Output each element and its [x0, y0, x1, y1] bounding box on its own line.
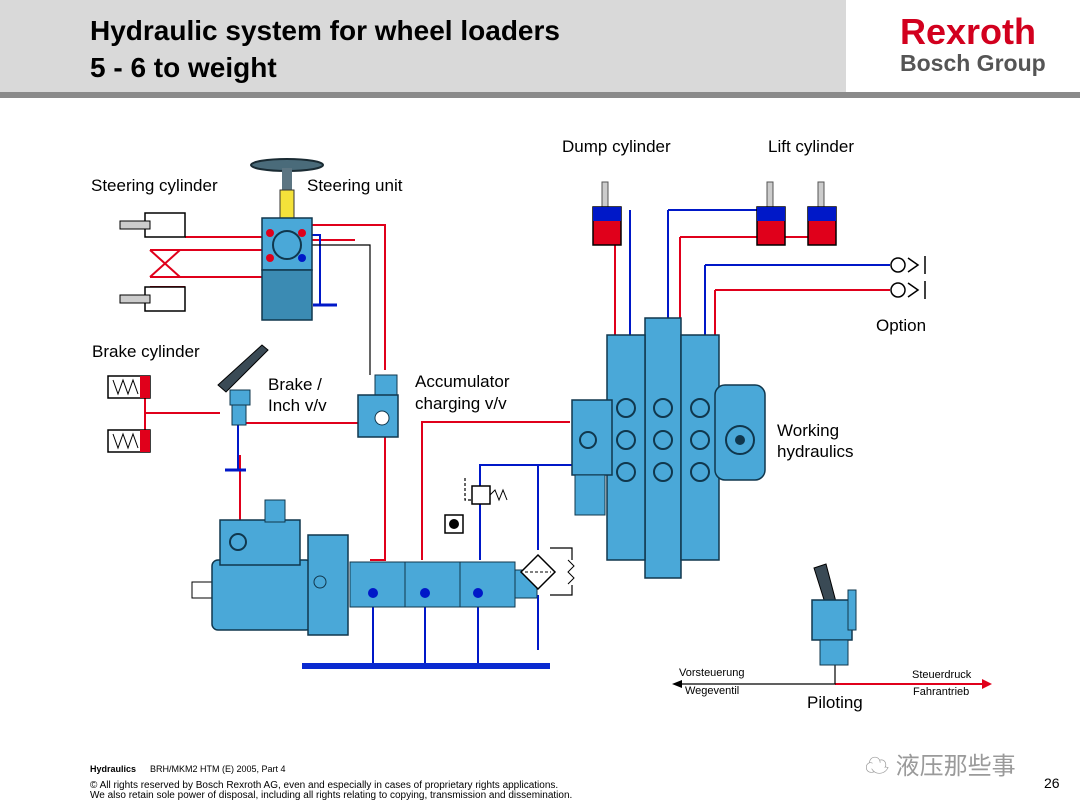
filter-symbol [444, 485, 575, 591]
label-option: Option [876, 316, 927, 335]
pressure-lines [144, 224, 985, 685]
header-divider [0, 92, 1080, 98]
label-accumulator-1: Accumulator [415, 372, 510, 391]
accumulator-valve [357, 374, 399, 438]
label-dump-cylinder: Dump cylinder [562, 137, 671, 156]
logo-area [846, 0, 1080, 92]
label-brake-inch-1: Brake / [268, 375, 322, 394]
footer-company: Hydraulics [90, 764, 137, 774]
label-accumulator-2: charging v/v [415, 394, 507, 413]
footer-rights-1: © All rights reserved by Bosch Rexroth A… [90, 780, 559, 791]
title-line-2: 5 - 6 to weight [90, 52, 277, 83]
footer-reference: Hydraulics BRH/MKM2 HTM (E) 2005, Part 4 [90, 764, 286, 774]
label-vorsteuerung: Vorsteuerung [679, 667, 745, 679]
dump-cylinder [592, 181, 622, 246]
bosch-group-logo: Bosch Group [900, 50, 1046, 76]
tank-line [302, 663, 550, 669]
label-working-2: hydraulics [777, 442, 854, 461]
wechat-icon: ☁ [865, 753, 896, 780]
lift-cylinders [756, 181, 837, 246]
pilot-joystick [811, 563, 857, 666]
steering-unit [250, 158, 324, 321]
footer-rights-2: We also retain sole power of disposal, i… [90, 790, 573, 801]
vorsteuerung-arrow [672, 680, 682, 688]
steuerdruck-arrow [982, 679, 992, 689]
footer-rights: © All rights reserved by Bosch Rexroth A… [90, 781, 790, 801]
control-valve-block [571, 317, 766, 579]
title-line-1: Hydraulic system for wheel loaders [90, 15, 560, 46]
pump-assembly [191, 499, 538, 636]
label-brake-cylinder: Brake cylinder [92, 342, 200, 361]
brake-pedal [217, 344, 269, 426]
label-steuerdruck: Steuerdruck [912, 669, 972, 681]
label-working-1: Working [777, 421, 840, 440]
watermark-text: 液压那些事 [895, 753, 1016, 780]
brake-cylinders [107, 375, 151, 453]
label-lift-cylinder: Lift cylinder [768, 137, 854, 156]
label-wegeventil: Wegeventil [685, 685, 740, 697]
label-steering-cylinder: Steering cylinder [91, 176, 218, 195]
page-number: 26 [1044, 775, 1060, 791]
label-steering-unit: Steering unit [307, 176, 403, 195]
label-fahrantrieb: Fahrantrieb [913, 686, 970, 698]
label-brake-inch-2: Inch v/v [268, 396, 327, 415]
footer-ref: BRH/MKM2 HTM (E) 2005, Part 4 [150, 764, 286, 774]
label-piloting: Piloting [807, 693, 863, 712]
rexroth-logo: Rexroth [900, 11, 1037, 52]
option-couplings [890, 256, 926, 299]
wechat-watermark: ☁ 液压那些事 [865, 746, 1016, 781]
page-title: Hydraulic system for wheel loaders 5 - 6… [90, 12, 560, 86]
steering-cylinders [119, 212, 186, 312]
